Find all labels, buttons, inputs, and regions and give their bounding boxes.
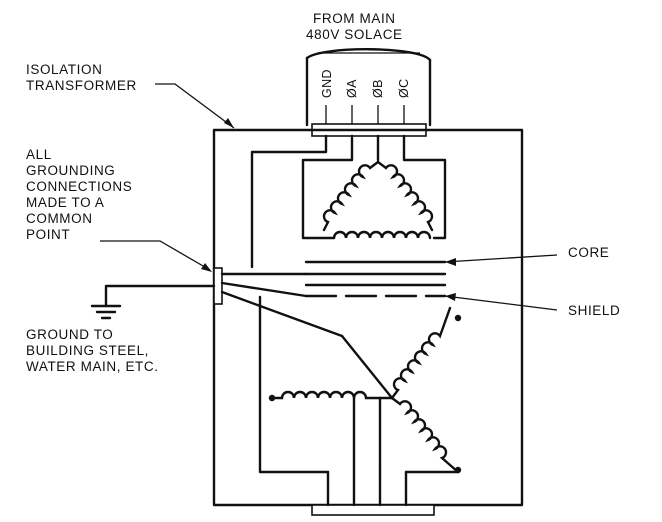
terminal-a-label: ØA	[345, 79, 359, 98]
grounding-note-line: COMMON	[26, 211, 93, 226]
source-label-line2: 480V SOLACE	[306, 27, 403, 42]
bottom-terminal-block	[311, 504, 435, 516]
terminal-gnd-label: GND	[320, 69, 334, 98]
winding-tap-dot	[454, 314, 462, 322]
winding-tap-dot	[268, 394, 276, 402]
shield-label: SHIELD	[568, 303, 621, 318]
ground-leads	[250, 134, 330, 474]
ground-note: GROUND TO BUILDING STEEL, WATER MAIN, ET…	[26, 327, 159, 375]
grounding-note: ALL GROUNDING CONNECTIONS MADE TO A COMM…	[26, 147, 132, 243]
grounding-note-line: GROUNDING	[26, 163, 116, 178]
transformer-label-line2: TRANSFORMER	[26, 78, 137, 93]
source-label-line1: FROM MAIN	[313, 11, 396, 26]
grounding-connections	[220, 272, 344, 338]
secondary-wye-winding	[268, 306, 462, 474]
bottom-terminal-studs	[326, 470, 408, 507]
grounding-note-line: MADE TO A	[26, 195, 105, 210]
grounding-note-line: CONNECTIONS	[26, 179, 133, 194]
ground-note-line: WATER MAIN, ETC.	[26, 359, 159, 374]
source-label: FROM MAIN 480V SOLACE	[306, 11, 403, 43]
top-terminal-studs	[325, 105, 405, 124]
primary-delta-winding	[301, 134, 447, 240]
earth-ground-symbol	[90, 284, 216, 320]
terminal-labels: GND ØA ØB ØC	[320, 69, 411, 98]
ground-note-line: GROUND TO	[26, 327, 114, 342]
core-label: CORE	[568, 245, 610, 260]
terminal-b-label: ØB	[371, 79, 385, 98]
transformer-label-line1: ISOLATION	[26, 62, 103, 77]
leader-lines	[100, 83, 558, 311]
incoming-cable	[305, 48, 432, 127]
transformer-label: ISOLATION TRANSFORMER	[26, 62, 137, 94]
grounding-note-line: ALL	[26, 147, 52, 162]
ground-note-line: BUILDING STEEL,	[26, 343, 150, 358]
core-lines	[304, 260, 447, 287]
terminal-c-label: ØC	[397, 78, 411, 98]
grounding-note-line: POINT	[26, 227, 71, 242]
